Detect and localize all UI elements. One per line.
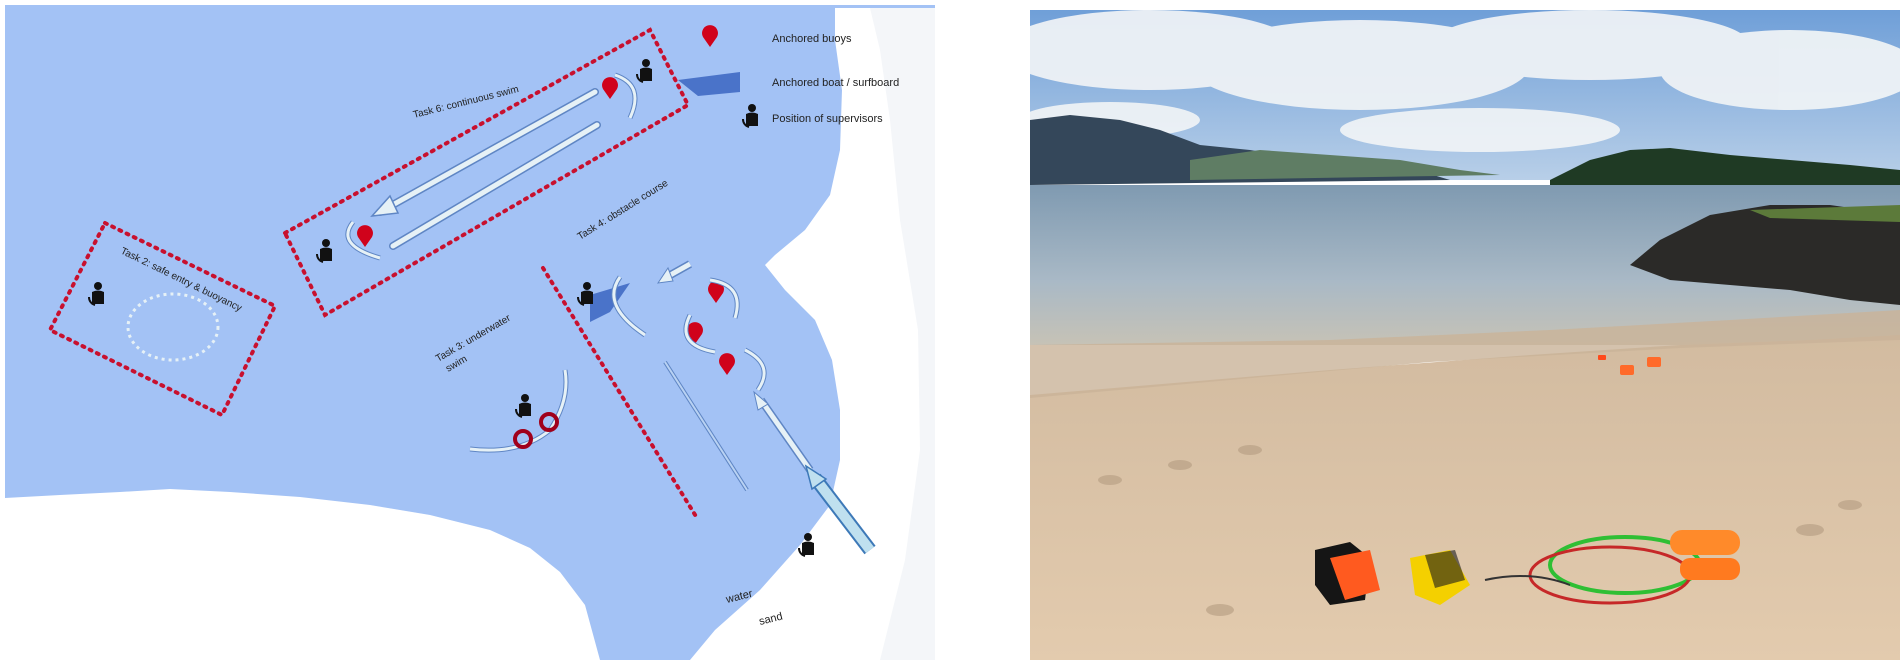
buoyancy-circle — [126, 292, 220, 362]
hoop-icon — [539, 412, 559, 432]
legend-boat-icon — [678, 72, 740, 96]
straight-arrow-icon — [656, 260, 692, 284]
rock-breakwater — [1630, 205, 1900, 305]
turn-arrow-icon — [614, 73, 637, 119]
turn-arrow-icon — [346, 221, 381, 260]
turn-arrow-icon — [612, 276, 646, 337]
clouds — [1030, 10, 1900, 152]
swim-lane-arrow-return — [389, 121, 601, 250]
turn-arrow-icon — [709, 278, 739, 319]
grass-bank — [1750, 205, 1900, 222]
turn-arrow-icon — [684, 314, 716, 354]
hoop-icon — [513, 429, 533, 449]
sand-label: sand — [758, 610, 784, 627]
wet-sand — [1030, 310, 1900, 398]
activity-map-diagram: water sand Task 6: continuous swim Task … — [5, 5, 935, 660]
distant-hills — [1190, 150, 1500, 180]
legend-boat-label: Anchored boat / surfboard — [772, 77, 899, 89]
sand-coastline-right — [690, 8, 935, 660]
sand-edge-band — [870, 8, 935, 660]
legend-buoys-label: Anchored buoys — [772, 33, 852, 45]
headland-trees — [1550, 148, 1900, 190]
floats-on-beach — [1598, 355, 1661, 375]
task2-zone — [47, 220, 278, 418]
entry-arrow-icon — [753, 390, 814, 473]
legend-supervisors-label: Position of supervisors — [772, 113, 883, 125]
boat-icon — [590, 283, 630, 322]
entry-arrow-icon — [804, 464, 876, 555]
sand-coastline — [5, 489, 600, 660]
swim-lane-arrow-outbound — [370, 88, 599, 217]
gear-pile — [1315, 530, 1740, 605]
turn-arrow-icon — [744, 348, 766, 391]
underwater-lane-line — [664, 361, 748, 491]
beach-sand — [1030, 335, 1900, 660]
beach-photo — [1030, 10, 1900, 660]
footprints — [1098, 445, 1862, 616]
task6-zone — [282, 27, 691, 318]
task4-boundary — [541, 266, 699, 520]
